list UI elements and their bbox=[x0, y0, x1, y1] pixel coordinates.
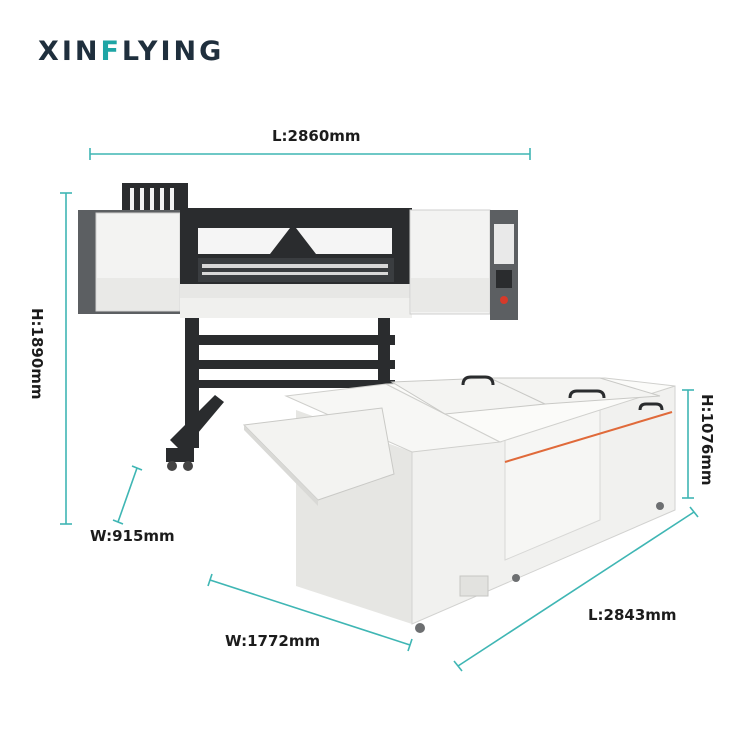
logo-prefix: XIN bbox=[38, 36, 101, 67]
logo-accent: F bbox=[100, 36, 122, 67]
printer-height-label: H:1890mm bbox=[28, 308, 46, 400]
printer-width-label: W:915mm bbox=[90, 527, 175, 545]
shaker-height-label: H:1076mm bbox=[698, 394, 716, 486]
dimension-lines bbox=[60, 148, 699, 672]
logo-suffix: LYING bbox=[121, 36, 225, 67]
shaker-length-label: L:2843mm bbox=[588, 606, 677, 624]
powder-shaker bbox=[242, 375, 676, 633]
printer-length-label: L:2860mm bbox=[272, 127, 361, 145]
brand-logo: XINFLYING bbox=[38, 36, 224, 67]
shaker-width-label: W:1772mm bbox=[225, 632, 321, 650]
dtf-printer bbox=[78, 183, 518, 471]
